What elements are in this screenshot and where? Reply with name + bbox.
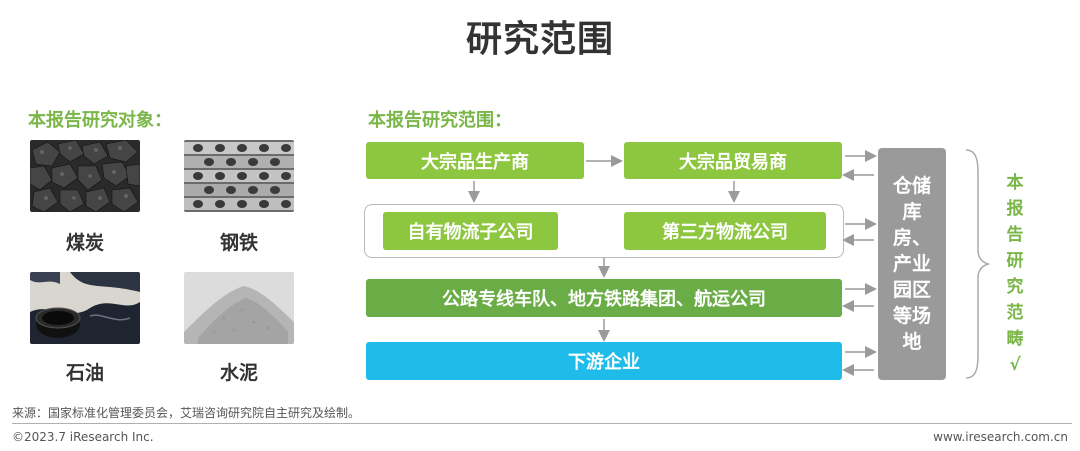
website-link[interactable]: www.iresearch.com.cn [933, 430, 1068, 444]
scope-bracket [965, 149, 991, 379]
node-downstream: 下游企业 [366, 342, 842, 380]
node-producer: 大宗品生产商 [366, 142, 584, 179]
page-title: 研究范围 [465, 19, 614, 60]
node-own-logistics: 自有物流子公司 [383, 212, 558, 250]
copyright: ©2023.7 iResearch Inc. [12, 430, 154, 444]
cement-image [184, 272, 294, 344]
node-third-party-logistics: 第三方物流公司 [624, 212, 826, 250]
oil-image [30, 272, 140, 344]
footer-divider [12, 423, 1072, 424]
material-caption-cement: 水泥 [219, 362, 258, 384]
steel-image [184, 140, 294, 212]
material-caption-oil: 石油 [65, 362, 104, 384]
coal-image [30, 140, 140, 212]
material-caption-steel: 钢铁 [219, 232, 258, 254]
node-trader: 大宗品贸易商 [624, 142, 842, 179]
source-note: 来源：国家标准化管理委员会，艾瑞咨询研究院自主研究及绘制。 [12, 406, 361, 420]
node-storage: 仓储库房、产业园区等场地 [878, 148, 946, 380]
storage-label: 仓储库房、产业园区等场地 [892, 175, 931, 353]
scope-vertical-label: 本报告研究范畴√ [1006, 173, 1024, 375]
material-caption-coal: 煤炭 [65, 232, 104, 254]
logistics-group [364, 204, 844, 258]
research-scope-label: 本报告研究范围： [368, 110, 512, 131]
node-carriers: 公路专线车队、地方铁路集团、航运公司 [366, 279, 842, 317]
research-objects-label: 本报告研究对象： [28, 110, 172, 131]
